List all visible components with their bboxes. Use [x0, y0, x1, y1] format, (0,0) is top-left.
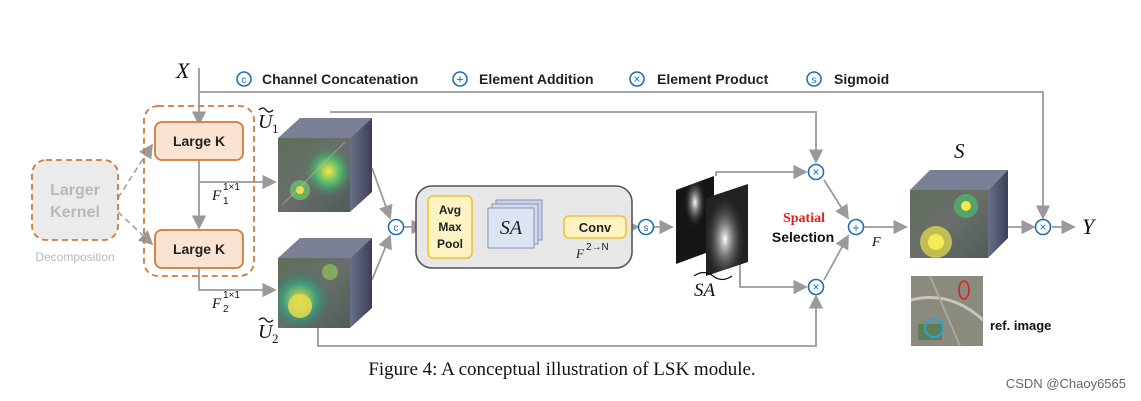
- conv-sup: 2→N: [586, 242, 609, 253]
- u1-tilde: [258, 107, 274, 113]
- sigmoid-operator: s: [637, 218, 655, 236]
- larger-kernel-line2: Kernel: [50, 204, 100, 221]
- ref-image-label: ref. image: [990, 318, 1051, 333]
- f2-symbol: F: [211, 296, 222, 312]
- product-final-symbol: ×: [1039, 220, 1046, 234]
- product-operator-bottom: ×: [807, 278, 825, 296]
- product-operator-final: ×: [1034, 218, 1052, 236]
- sa-block: Avg Max Pool SA Conv F 2→N: [415, 185, 633, 269]
- add-operator-symbol: +: [852, 220, 860, 235]
- sigmoid-symbol: s: [812, 75, 817, 86]
- product-icon: [629, 71, 645, 87]
- add-symbol: +: [456, 72, 464, 87]
- f2-sup: 1×1: [223, 290, 240, 301]
- f2-label: F 1×1 2: [211, 290, 240, 315]
- u2-symbol: U: [258, 321, 274, 343]
- legend-concat-label: Channel Concatenation: [262, 71, 418, 87]
- product-bottom-symbol: ×: [812, 280, 819, 294]
- figure-caption: Figure 4: A conceptual illustration of L…: [368, 359, 755, 380]
- f1-sup: 1×1: [223, 182, 240, 193]
- legend-product-label: Element Product: [657, 71, 769, 87]
- spatial-label: Spatial: [783, 211, 825, 226]
- legend-concat: c Channel Concatenation: [236, 71, 418, 87]
- decomposition-arrows: [117, 143, 154, 246]
- large-k-top-label: Large K: [173, 133, 225, 149]
- s-feature-map: [910, 170, 1008, 258]
- legend: c Channel Concatenation + Element Additi…: [236, 71, 889, 87]
- sa-tilde-mark: [693, 271, 733, 281]
- u1-symbol: U: [258, 111, 274, 133]
- f1-sub: 1: [223, 196, 229, 207]
- watermark: CSDN @Chaoy6565: [1006, 376, 1126, 391]
- f1-symbol: F: [211, 188, 222, 204]
- u2-tilde: [258, 317, 274, 323]
- large-k-top: Large K: [154, 121, 244, 161]
- avg-max-pool-box: [427, 195, 473, 259]
- pool-line1: Avg: [439, 203, 461, 217]
- connection-lines: [191, 68, 1076, 347]
- legend-product: × Element Product: [629, 71, 769, 87]
- sa-tilde-label: SA: [693, 271, 733, 301]
- input-x-label: X: [175, 58, 191, 83]
- add-icon: [452, 71, 468, 87]
- pool-line3: Pool: [437, 237, 463, 251]
- sa-label: SA: [500, 217, 523, 239]
- larger-kernel-box: Larger Kernel: [31, 159, 119, 241]
- decomposition-caption: Decomposition: [35, 250, 114, 264]
- legend-add-label: Element Addition: [479, 71, 594, 87]
- concat-icon: [236, 71, 252, 87]
- legend-sigmoid-label: Sigmoid: [834, 71, 889, 87]
- u1-feature-map: [278, 118, 372, 212]
- sa-stack: SA: [487, 199, 543, 249]
- concat-symbol: c: [242, 75, 247, 86]
- product-operator-top: ×: [807, 163, 825, 181]
- concat-operator: c: [387, 218, 405, 236]
- output-y-label: Y: [1082, 214, 1097, 239]
- legend-sigmoid: s Sigmoid: [806, 71, 889, 87]
- u2-feature-map: [278, 238, 372, 328]
- selection-label: Selection: [772, 229, 834, 245]
- large-k-bottom: Large K: [154, 229, 244, 269]
- s-label: S: [954, 139, 965, 163]
- reference-image: [910, 275, 985, 347]
- u2-sub: 2: [272, 331, 279, 346]
- large-k-bottom-label: Large K: [173, 241, 225, 257]
- add-operator: +: [847, 218, 865, 236]
- u1-sub: 1: [272, 121, 279, 136]
- conv-f-symbol: F: [575, 246, 585, 261]
- conv-box: [563, 215, 627, 239]
- f-operator-label: F: [871, 235, 881, 250]
- spatial-attention-maps: [676, 176, 748, 276]
- larger-kernel-line1: Larger: [50, 182, 100, 199]
- f2-sub: 2: [223, 304, 229, 315]
- u2-label: U 2: [258, 317, 279, 346]
- product-top-symbol: ×: [812, 165, 819, 179]
- concat-operator-symbol: c: [394, 223, 399, 234]
- sigmoid-operator-symbol: s: [644, 223, 649, 234]
- f1-label: F 1×1 1: [211, 182, 240, 207]
- conv-label: Conv: [579, 220, 612, 235]
- u1-label: U 1: [258, 107, 279, 136]
- sa-tilde-text: SA: [694, 280, 716, 301]
- pool-line2: Max: [438, 220, 462, 234]
- decomposition-group: [143, 105, 255, 277]
- legend-add: + Element Addition: [452, 71, 594, 87]
- sigmoid-icon: [806, 71, 822, 87]
- product-symbol: ×: [633, 72, 640, 86]
